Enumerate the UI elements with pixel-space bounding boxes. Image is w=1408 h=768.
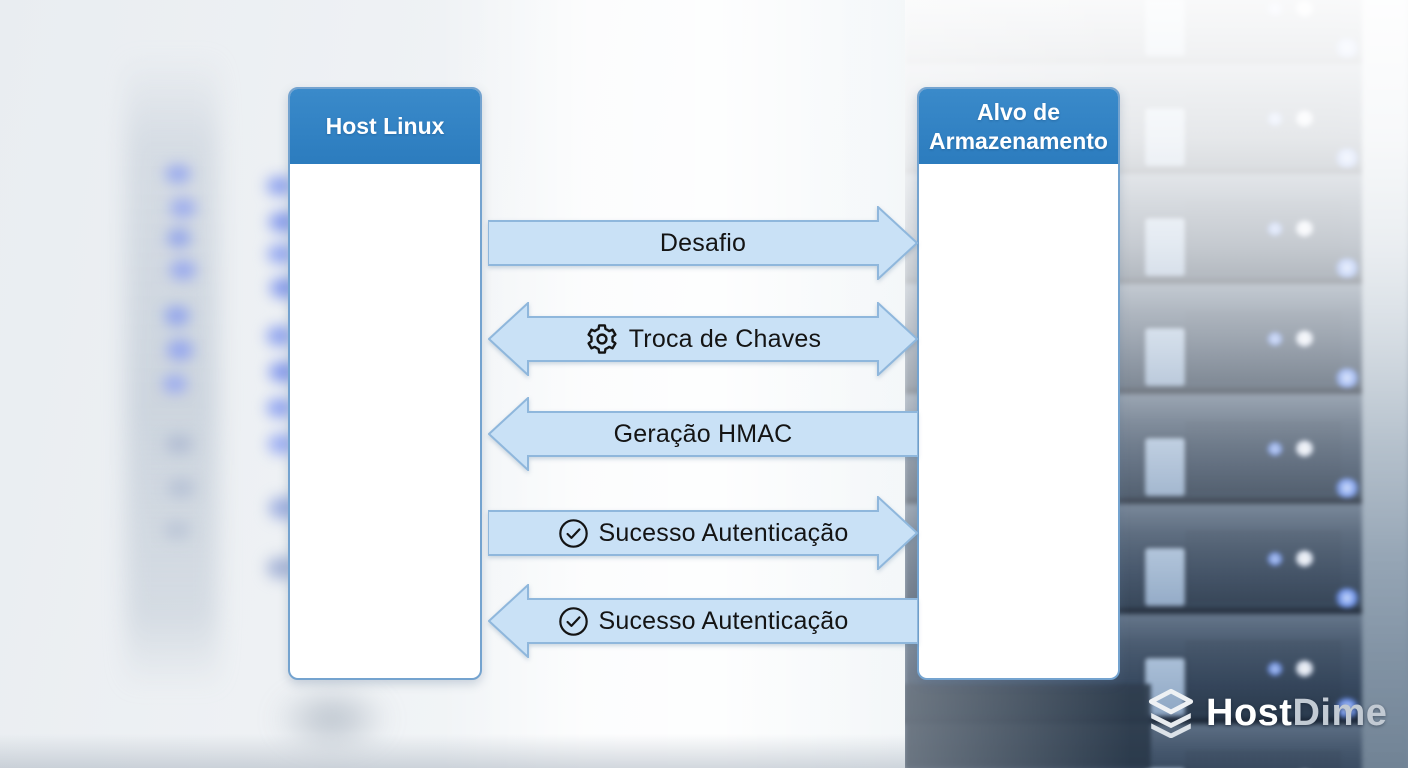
arrow-challenge-label-row: Desafio: [488, 221, 918, 265]
storage-target-box: Alvo de Armazenamento: [917, 87, 1120, 680]
arrow-key-exchange-both: [488, 302, 918, 376]
arrow-label-text: Sucesso Autenticação: [598, 606, 849, 635]
host-linux-header: Host Linux: [290, 89, 480, 164]
logo-text-dime: Dime: [1292, 691, 1388, 734]
logo-wordmark: HostDime: [1206, 692, 1387, 735]
arrow-challenge-right: [488, 206, 918, 280]
arrow-key-exchange-label-row: Troca de Chaves: [488, 317, 918, 361]
background-floor-shadow: [0, 734, 940, 768]
arrow-label-text: Troca de Chaves: [628, 324, 822, 353]
logo-text-host: Host: [1206, 691, 1293, 734]
arrow-label-text: Geração HMAC: [613, 419, 793, 448]
blurred-led-column-left: [146, 158, 212, 558]
arrow-label-text: Sucesso Autenticação: [598, 518, 849, 547]
arrow-auth-success-label-row: Sucesso Autenticação: [488, 511, 918, 555]
arrow-auth-success-left: [488, 584, 918, 658]
host-linux-box: Host Linux: [288, 87, 482, 680]
storage-target-header: Alvo de Armazenamento: [919, 89, 1118, 164]
check-circle-icon: [558, 606, 588, 636]
arrow-hmac-left: [488, 397, 918, 471]
layers-stack-icon: [1148, 688, 1194, 738]
check-circle-icon: [558, 518, 588, 548]
arrow-auth-success-right: [488, 496, 918, 570]
arrow-auth-success-left-label-row: Sucesso Autenticação: [488, 599, 918, 643]
arrow-label-text: Desafio: [659, 228, 747, 257]
gear-icon: [587, 324, 617, 354]
hostdime-logo: HostDime: [1146, 688, 1387, 738]
arrow-hmac-label-row: Geração HMAC: [488, 412, 918, 456]
